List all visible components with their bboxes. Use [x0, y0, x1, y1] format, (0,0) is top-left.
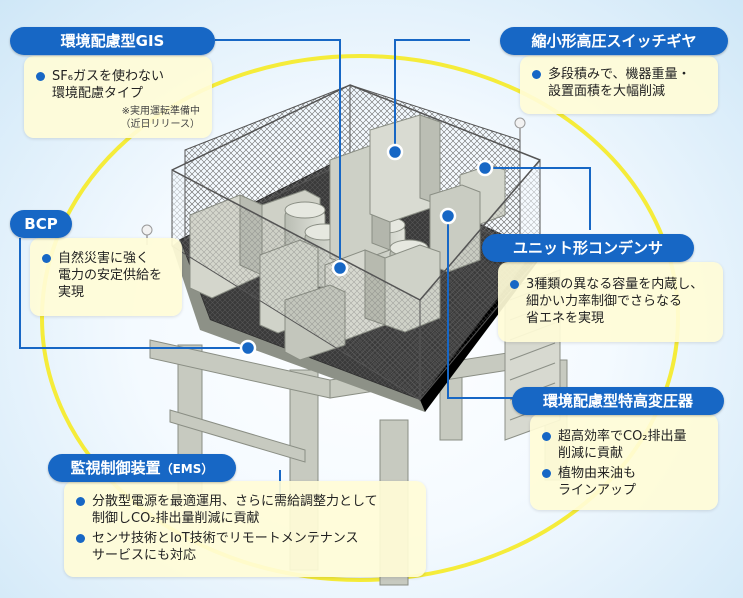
lightning-rods — [141, 117, 526, 245]
ems-bullets: 分散型電源を最適運用、さらに需給調整力として 制御しCO₂排出量削減に貢献 セン… — [76, 493, 414, 564]
transformer-bullet-2: 植物由来油も ラインアップ — [542, 465, 706, 499]
ems-bullet-1: 分散型電源を最適運用、さらに需給調整力として 制御しCO₂排出量削減に貢献 — [76, 493, 414, 527]
ems-bullet-2: センサ技術とIoT技術でリモートメンテナンス サービスにも対応 — [76, 530, 414, 564]
leader-lines — [19, 39, 591, 495]
bcp-bullet: 自然災害に強く 電力の安定供給を 実現 — [42, 250, 170, 301]
condenser-bullets: 3種類の異なる容量を内蔵し、 細かい力率制御でさらなる 省エネを実現 — [510, 276, 711, 327]
bcp-title: BCP — [10, 210, 72, 238]
gis-callout: SF₆ガスを使わない 環境配慮タイプ ※実用運転準備中 （近日リリース） — [24, 56, 212, 138]
bcp-callout: 自然災害に強く 電力の安定供給を 実現 — [30, 238, 182, 316]
switchgear-bullet: 多段積みで、機器重量・ 設置面積を大幅削減 — [532, 66, 706, 100]
gis-title: 環境配慮型GIS — [10, 27, 215, 55]
ems-callout: 分散型電源を最適運用、さらに需給調整力として 制御しCO₂排出量削減に貢献 セン… — [64, 481, 426, 577]
ems-title: 監視制御装置（EMS） — [48, 454, 236, 482]
gis-bullets: SF₆ガスを使わない 環境配慮タイプ — [36, 68, 200, 102]
condenser-callout: 3種類の異なる容量を内蔵し、 細かい力率制御でさらなる 省エネを実現 — [498, 262, 723, 342]
deck-edge — [172, 240, 425, 412]
switchgear-callout: 多段積みで、機器重量・ 設置面積を大幅削減 — [520, 56, 718, 114]
leader-dots — [239, 143, 494, 357]
condenser-bullet: 3種類の異なる容量を内蔵し、 細かい力率制御でさらなる 省エネを実現 — [510, 276, 711, 327]
gis-bullet: SF₆ガスを使わない 環境配慮タイプ — [36, 68, 200, 102]
switchgear-bullets: 多段積みで、機器重量・ 設置面積を大幅削減 — [532, 66, 706, 100]
ems-title-main: 監視制御装置 — [70, 459, 161, 477]
transformer-callout: 超高効率でCO₂排出量 削減に貢献 植物由来油も ラインアップ — [530, 414, 718, 510]
switchgear-title: 縮小形高圧スイッチギヤ — [500, 27, 728, 55]
transformer-bullets: 超高効率でCO₂排出量 削減に貢献 植物由来油も ラインアップ — [542, 428, 706, 499]
condenser-title: ユニット形コンデンサ — [482, 234, 694, 262]
ems-title-sub: （EMS） — [160, 462, 214, 476]
transformer-bullet-1: 超高効率でCO₂排出量 削減に貢献 — [542, 428, 706, 462]
gis-note: ※実用運転準備中 （近日リリース） — [120, 106, 201, 130]
bcp-bullets: 自然災害に強く 電力の安定供給を 実現 — [42, 250, 170, 301]
transformer-title: 環境配慮型特高変圧器 — [512, 387, 724, 415]
